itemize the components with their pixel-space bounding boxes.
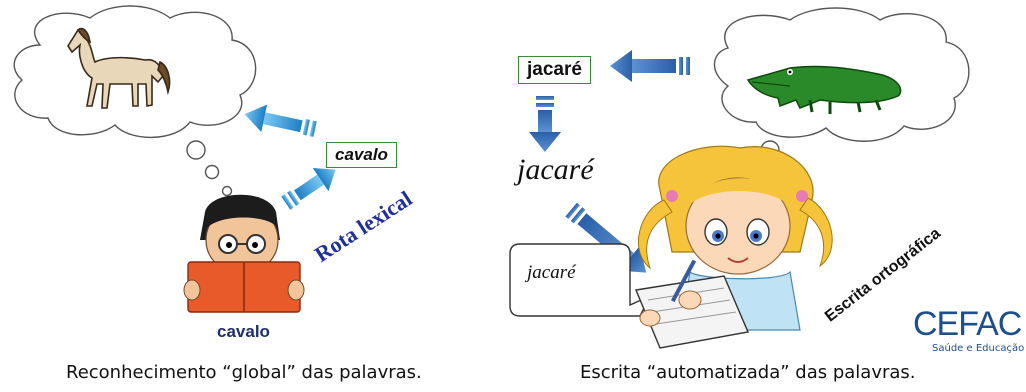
caption-right: Escrita “automatizada” das palavras. <box>580 362 916 383</box>
speech-bubble <box>509 243 652 317</box>
speech-bubble-word: jacaré <box>527 262 576 283</box>
horse-icon <box>67 27 171 109</box>
cefac-logo: CEFAC <box>913 305 1022 343</box>
cursive-word: jacaré <box>517 153 594 186</box>
cefac-tagline: Saúde e Educação <box>932 343 1025 354</box>
boy-reading-icon <box>183 194 305 313</box>
girl-writing-icon <box>635 145 833 349</box>
word-box-cavalo: cavalo <box>326 142 397 168</box>
crocodile-icon <box>746 65 902 114</box>
word-box-jacare: jacaré <box>518 56 591 84</box>
caption-left: Reconhecimento “global” das palavras. <box>66 362 422 383</box>
arrow-icon <box>244 104 336 210</box>
reader-word: cavalo <box>217 322 270 341</box>
